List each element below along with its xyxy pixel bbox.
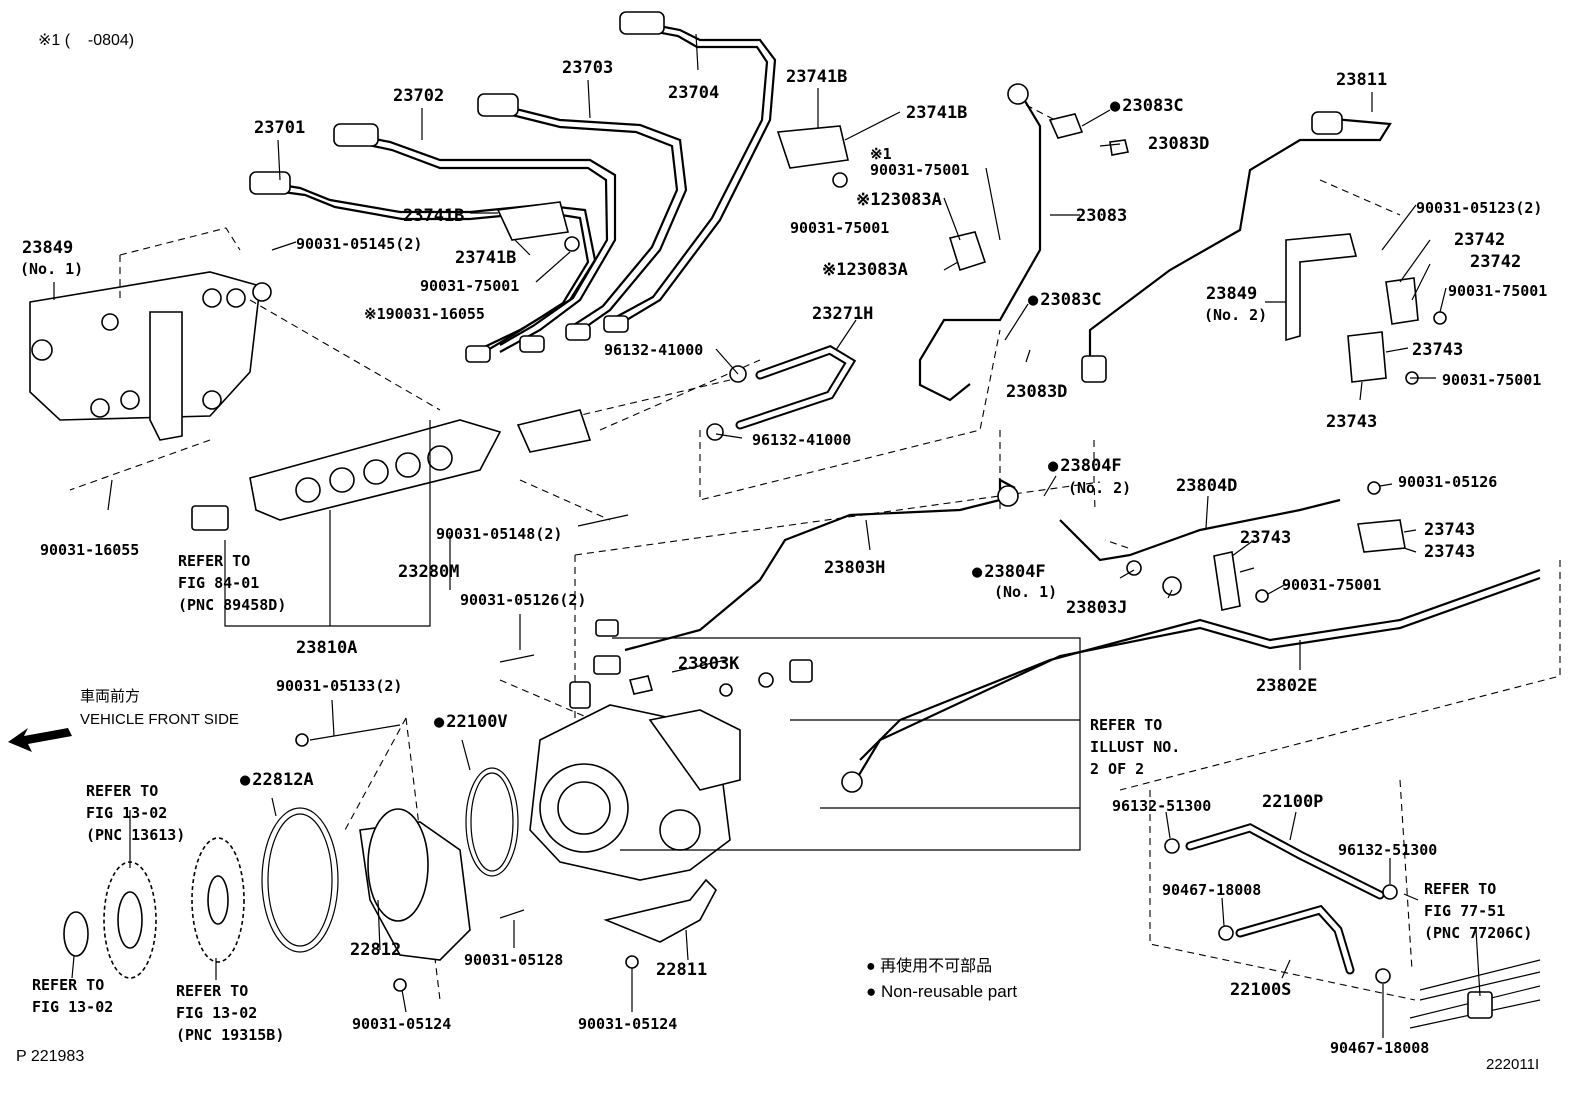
part-label: 90031-05123(2) bbox=[1416, 199, 1543, 217]
front-arrow bbox=[8, 728, 72, 752]
part-label: 90031-75001 bbox=[420, 277, 520, 295]
revision-note: ※1 ( -0804) bbox=[38, 32, 135, 49]
part-label-non-reusable: 22100V bbox=[434, 712, 507, 732]
part-label: 23811 bbox=[1336, 70, 1388, 90]
part-label: 23803K bbox=[678, 654, 740, 674]
part-label: 90031-05124 bbox=[578, 1015, 678, 1033]
part-label: 23803J bbox=[1066, 598, 1128, 618]
part-label: 23743 bbox=[1326, 412, 1378, 432]
pipe-23811 bbox=[1081, 111, 1447, 385]
refer-fig84[interactable]: REFER TO FIG 84-01 (PNC 89458D) bbox=[178, 552, 287, 614]
part-label: 23741B bbox=[403, 206, 465, 226]
part-label: ※123083A bbox=[822, 260, 908, 280]
legend-dot-icon: ● bbox=[866, 958, 876, 975]
leader-lines bbox=[69, 104, 1561, 1001]
part-label: 90467-18008 bbox=[1330, 1039, 1430, 1057]
refer-fig13[interactable]: REFER TO FIG 13-02 bbox=[32, 976, 114, 1016]
part-label: 90031-16055 bbox=[40, 541, 140, 559]
direction-label-jp: 車両前方 bbox=[80, 688, 141, 705]
injection-pipes bbox=[249, 11, 777, 363]
part-label: 23742 bbox=[1454, 230, 1506, 250]
supply-pump bbox=[529, 619, 813, 881]
part-label-non-reusable: 23804F bbox=[972, 562, 1045, 582]
part-label: 23702 bbox=[393, 86, 445, 106]
part-label-sub: (No. 1) bbox=[20, 260, 84, 278]
part-label: 96132-41000 bbox=[604, 341, 704, 359]
common-rail bbox=[191, 409, 629, 627]
part-label: 22100P bbox=[1262, 792, 1324, 812]
part-label: 23743 bbox=[1412, 340, 1464, 360]
part-label: 22811 bbox=[656, 960, 708, 980]
part-label: 23083D bbox=[1148, 134, 1210, 154]
refer-illust2[interactable]: REFER TO ILLUST NO. 2 OF 2 bbox=[1090, 716, 1181, 778]
part-label: 23804D bbox=[1176, 476, 1238, 496]
label-leaders bbox=[53, 33, 1481, 1038]
part-label: 23849 bbox=[1206, 284, 1258, 304]
part-label: 23802E bbox=[1256, 676, 1318, 696]
part-label: 23742 bbox=[1470, 252, 1522, 272]
pipe-23083 bbox=[918, 83, 1129, 402]
part-label-sub: (No. 2) bbox=[1068, 479, 1132, 497]
part-label: 90031-05133(2) bbox=[276, 677, 403, 695]
part-label: 96132-41000 bbox=[752, 431, 852, 449]
part-label: 90031-05124 bbox=[352, 1015, 452, 1033]
part-label-non-reusable: 22812A bbox=[240, 770, 313, 790]
pipes-lower bbox=[624, 478, 1541, 793]
mark-note: ※1 bbox=[870, 145, 892, 163]
part-label: 90031-05128 bbox=[464, 951, 564, 969]
bracket-no1 bbox=[29, 271, 272, 441]
direction-label-en: VEHICLE FRONT SIDE bbox=[80, 711, 239, 728]
refer-fig13-19315b[interactable]: REFER TO FIG 13-02 (PNC 19315B) bbox=[176, 982, 285, 1044]
part-label: 90031-75001 bbox=[870, 161, 970, 179]
part-label: 23083 bbox=[1076, 206, 1128, 226]
part-label: 90031-75001 bbox=[1282, 576, 1382, 594]
part-label: 90031-75001 bbox=[790, 219, 890, 237]
drawing-code: 222011I bbox=[1486, 1056, 1540, 1073]
part-label-non-reusable: 23804F bbox=[1048, 456, 1121, 476]
part-label: 22100S bbox=[1230, 980, 1292, 1000]
part-label: 23280M bbox=[398, 562, 460, 582]
part-label: 23701 bbox=[254, 118, 306, 138]
part-label-sub: (No. 1) bbox=[994, 583, 1058, 601]
refer-fig13-13613[interactable]: REFER TO FIG 13-02 (PNC 13613) bbox=[86, 782, 186, 844]
part-label-non-reusable: 23083C bbox=[1110, 96, 1183, 116]
page-code: P 221983 bbox=[16, 1048, 85, 1065]
part-label: 23810A bbox=[296, 638, 358, 658]
part-label-sub: (No. 2) bbox=[1204, 306, 1268, 324]
part-label: 23743 bbox=[1240, 528, 1292, 548]
part-label: 23849 bbox=[22, 238, 74, 258]
part-label-non-reusable: 23083C bbox=[1028, 290, 1101, 310]
legend-dot-icon: ● bbox=[866, 982, 877, 1001]
part-label: 23703 bbox=[562, 58, 614, 78]
refer-fig77[interactable]: REFER TO FIG 77-51 (PNC 77206C) bbox=[1424, 880, 1533, 942]
part-label: 23271H bbox=[812, 304, 874, 324]
part-label: ※190031-16055 bbox=[364, 305, 485, 323]
legend-en: ● Non-reusable part bbox=[866, 982, 1018, 1001]
part-label: 90031-05126 bbox=[1398, 473, 1498, 491]
part-label: 23083D bbox=[1006, 382, 1068, 402]
part-label: 23741B bbox=[906, 103, 968, 123]
part-label: 23704 bbox=[668, 83, 720, 103]
reference-box bbox=[612, 637, 1081, 851]
part-label: ※123083A bbox=[856, 190, 942, 210]
part-label: 90031-75001 bbox=[1448, 282, 1548, 300]
part-label: 90031-05148(2) bbox=[436, 525, 563, 543]
hoses-bottom-right bbox=[1164, 823, 1541, 1029]
part-label: 90031-05126(2) bbox=[460, 591, 587, 609]
legend-jp: ● 再使用不可部品 bbox=[866, 958, 993, 975]
part-label: 23741B bbox=[786, 67, 848, 87]
part-label: 23741B bbox=[455, 248, 517, 268]
part-label: 96132-51300 bbox=[1338, 841, 1438, 859]
part-label: 23803H bbox=[824, 558, 886, 578]
pipe-clamps bbox=[496, 125, 849, 252]
part-label: 90467-18008 bbox=[1162, 881, 1262, 899]
part-label: 90031-05145(2) bbox=[296, 235, 423, 253]
part-label: 22812 bbox=[350, 940, 402, 960]
part-label: 96132-51300 bbox=[1112, 797, 1212, 815]
part-label: 90031-75001 bbox=[1442, 371, 1542, 389]
gears-gaskets bbox=[63, 654, 717, 992]
part-label: 23743 bbox=[1424, 542, 1476, 562]
part-label: 23743 bbox=[1424, 520, 1476, 540]
